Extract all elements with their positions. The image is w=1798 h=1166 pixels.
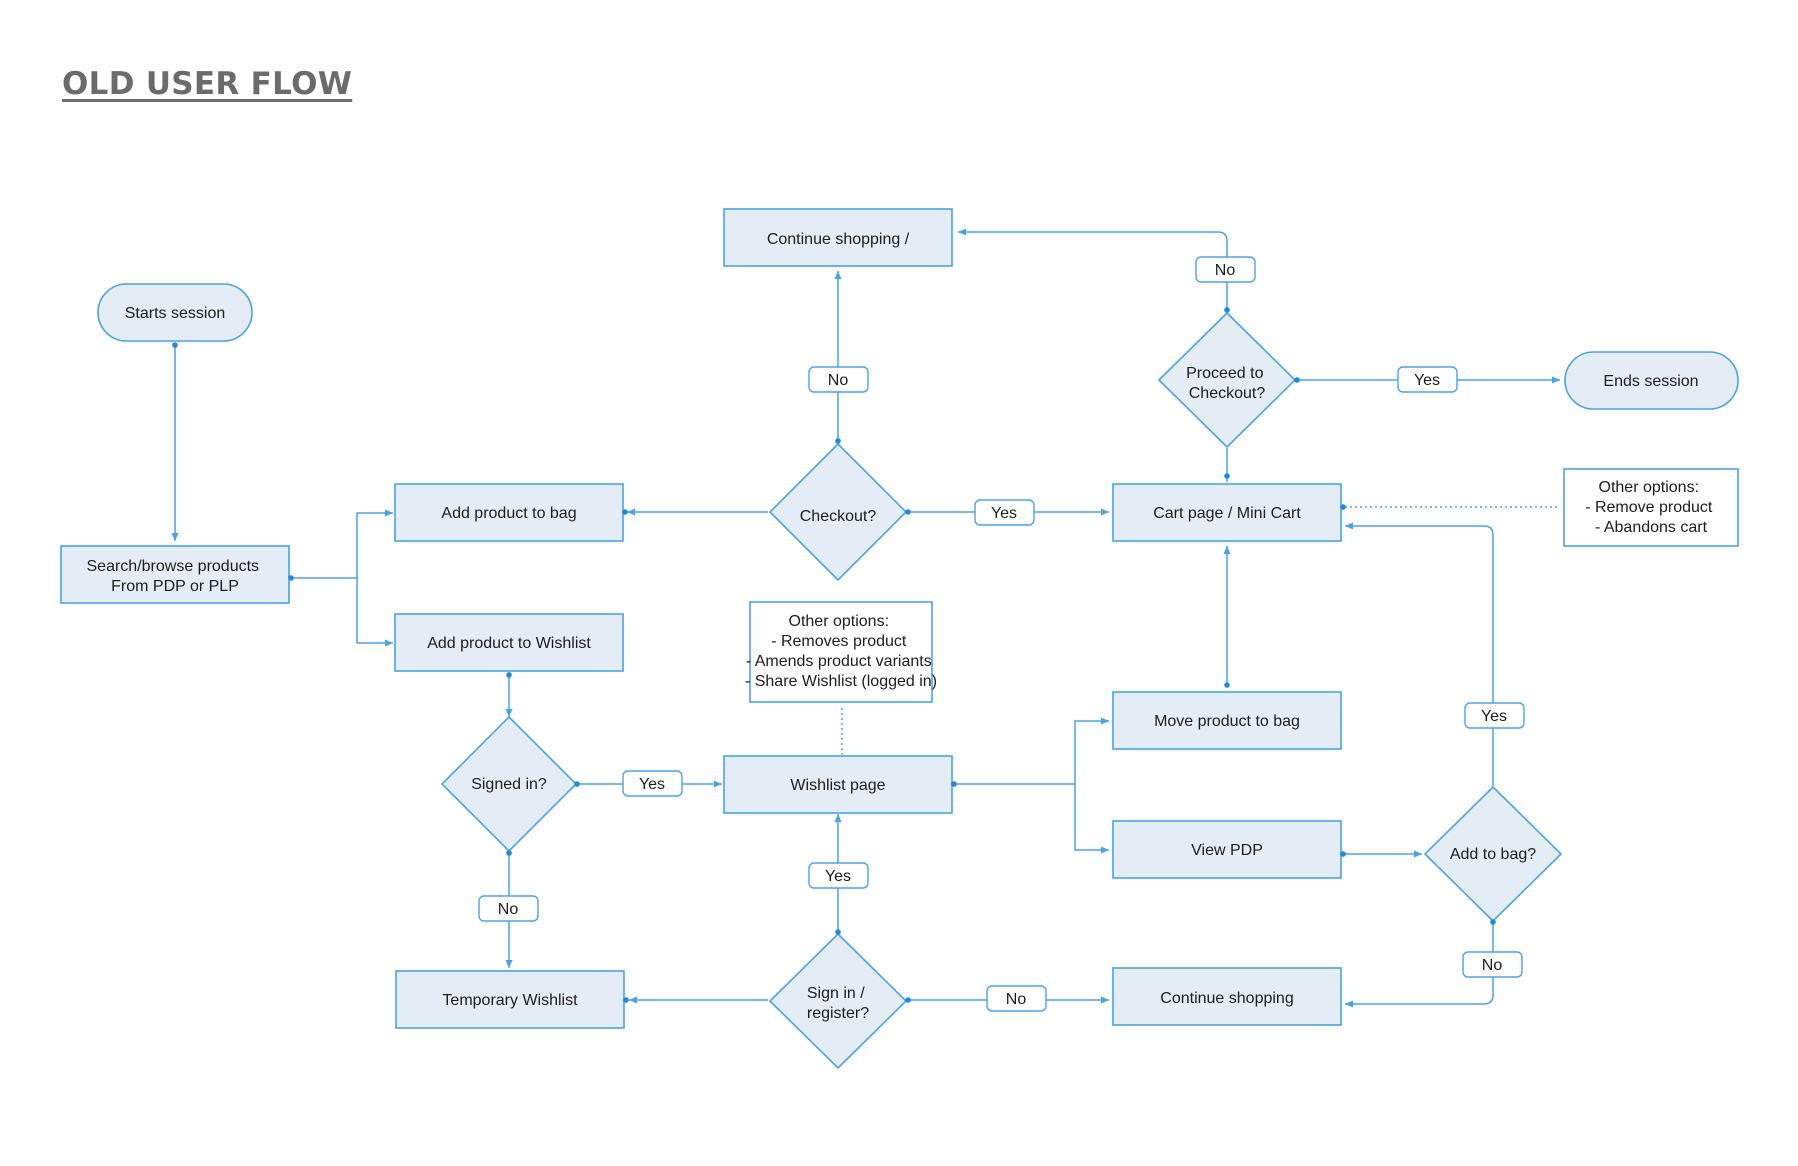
wishlist-other-options-label: Other options: - Removes product - Amend… (745, 613, 937, 690)
add-to-bag-q-label: Add to bag? (1450, 846, 1536, 863)
page-title: OLD USER FLOW (62, 66, 353, 102)
signed-in-label: Signed in? (471, 776, 547, 793)
svg-text:No: No (1215, 262, 1236, 279)
dot (1294, 377, 1300, 383)
svg-text:No: No (1006, 991, 1027, 1008)
edges (171, 228, 1560, 1008)
cart-other-options-label: Other options: - Remove product - Abando… (1585, 479, 1717, 536)
node-continue-shopping-top: Continue shopping / (723, 208, 953, 267)
add-to-wishlist-label: Add product to Wishlist (427, 635, 591, 652)
svg-text:No: No (498, 901, 519, 918)
svg-text:No: No (1482, 957, 1503, 974)
dot (1224, 473, 1230, 479)
node-ends-session: Ends session (1564, 351, 1739, 410)
dot (574, 781, 580, 787)
node-wishlist-other-options: Other options: - Removes product - Amend… (745, 601, 937, 703)
dot (1224, 682, 1230, 688)
pill-signed-in-yes: Yes (622, 770, 683, 797)
edge-search-to-add-bag (290, 509, 393, 579)
sign-in-register-label: Sign in / register? (807, 985, 869, 1022)
node-search-browse: Search/browse products From PDP or PLP (60, 545, 290, 604)
dot (905, 997, 911, 1003)
search-browse-label: Search/browse products From PDP or PLP (87, 558, 264, 595)
continue-shopping-top-label: Continue shopping / (767, 231, 910, 248)
dot (623, 997, 629, 1003)
node-cart-other-options: Other options: - Remove product - Abando… (1563, 468, 1739, 547)
svg-text:Yes: Yes (825, 868, 851, 885)
node-starts-session: Starts session (97, 283, 253, 342)
edge-add-bag-yes (1345, 522, 1494, 786)
svg-text:No: No (828, 372, 849, 389)
dot (951, 781, 957, 787)
ends-session-label: Ends session (1603, 373, 1698, 390)
pill-proceed-no: No (1195, 256, 1256, 283)
wishlist-page-label: Wishlist page (790, 777, 885, 794)
svg-text:Yes: Yes (1481, 708, 1507, 725)
dot (835, 929, 841, 935)
node-move-to-bag: Move product to bag (1112, 691, 1342, 750)
dot (288, 575, 294, 581)
dot (506, 850, 512, 856)
edge-proceed-no (958, 228, 1228, 312)
pill-checkout-yes: Yes (974, 499, 1035, 526)
dot (506, 672, 512, 678)
edge-wishlist-to-move (955, 717, 1109, 785)
node-continue-shopping-bottom: Continue shopping (1112, 967, 1342, 1026)
dot (622, 509, 628, 515)
edge-add-bag-no (1345, 922, 1494, 1008)
pill-sign-in-no: No (986, 985, 1047, 1012)
dot (835, 438, 841, 444)
edge-wishlist-to-view (1074, 784, 1109, 854)
node-signed-in: Signed in? (440, 715, 578, 853)
svg-text:Yes: Yes (639, 776, 665, 793)
connection-dots (172, 307, 1496, 1003)
cart-page-label: Cart page / Mini Cart (1153, 505, 1301, 522)
node-checkout: Checkout? (768, 442, 908, 582)
node-add-to-bag-q: Add to bag? (1423, 785, 1563, 923)
proceed-to-checkout-label: Proceed to Checkout? (1186, 365, 1268, 402)
node-add-to-wishlist: Add product to Wishlist (394, 613, 624, 672)
dot (1340, 504, 1346, 510)
pill-signed-in-no: No (478, 895, 539, 922)
pill-add-bag-no: No (1462, 951, 1523, 978)
pill-sign-in-yes: Yes (808, 862, 869, 889)
dot (172, 342, 178, 348)
temporary-wishlist-label: Temporary Wishlist (442, 992, 578, 1009)
svg-text:Yes: Yes (991, 505, 1017, 522)
pill-checkout-no: No (808, 366, 869, 393)
dot (1340, 851, 1346, 857)
node-add-to-bag: Add product to bag (394, 483, 624, 542)
pill-proceed-yes: Yes (1397, 366, 1458, 393)
dot (1490, 919, 1496, 925)
node-wishlist-page: Wishlist page (723, 755, 953, 814)
starts-session-label: Starts session (125, 305, 225, 322)
svg-text:Yes: Yes (1414, 372, 1440, 389)
continue-shopping-bottom-label: Continue shopping (1160, 990, 1293, 1007)
pill-add-bag-yes: Yes (1464, 702, 1525, 729)
add-to-bag-label: Add product to bag (441, 505, 576, 522)
node-proceed-to-checkout: Proceed to Checkout? (1157, 311, 1297, 449)
move-to-bag-label: Move product to bag (1154, 713, 1300, 730)
node-cart-page: Cart page / Mini Cart (1112, 483, 1342, 542)
node-view-pdp: View PDP (1112, 820, 1342, 879)
node-temporary-wishlist: Temporary Wishlist (395, 970, 625, 1029)
node-sign-in-register: Sign in / register? (768, 932, 908, 1070)
edge-search-to-add-wishlist (356, 578, 393, 647)
view-pdp-label: View PDP (1191, 842, 1263, 859)
dot (905, 509, 911, 515)
dot (1224, 307, 1230, 313)
checkout-label: Checkout? (800, 508, 877, 525)
